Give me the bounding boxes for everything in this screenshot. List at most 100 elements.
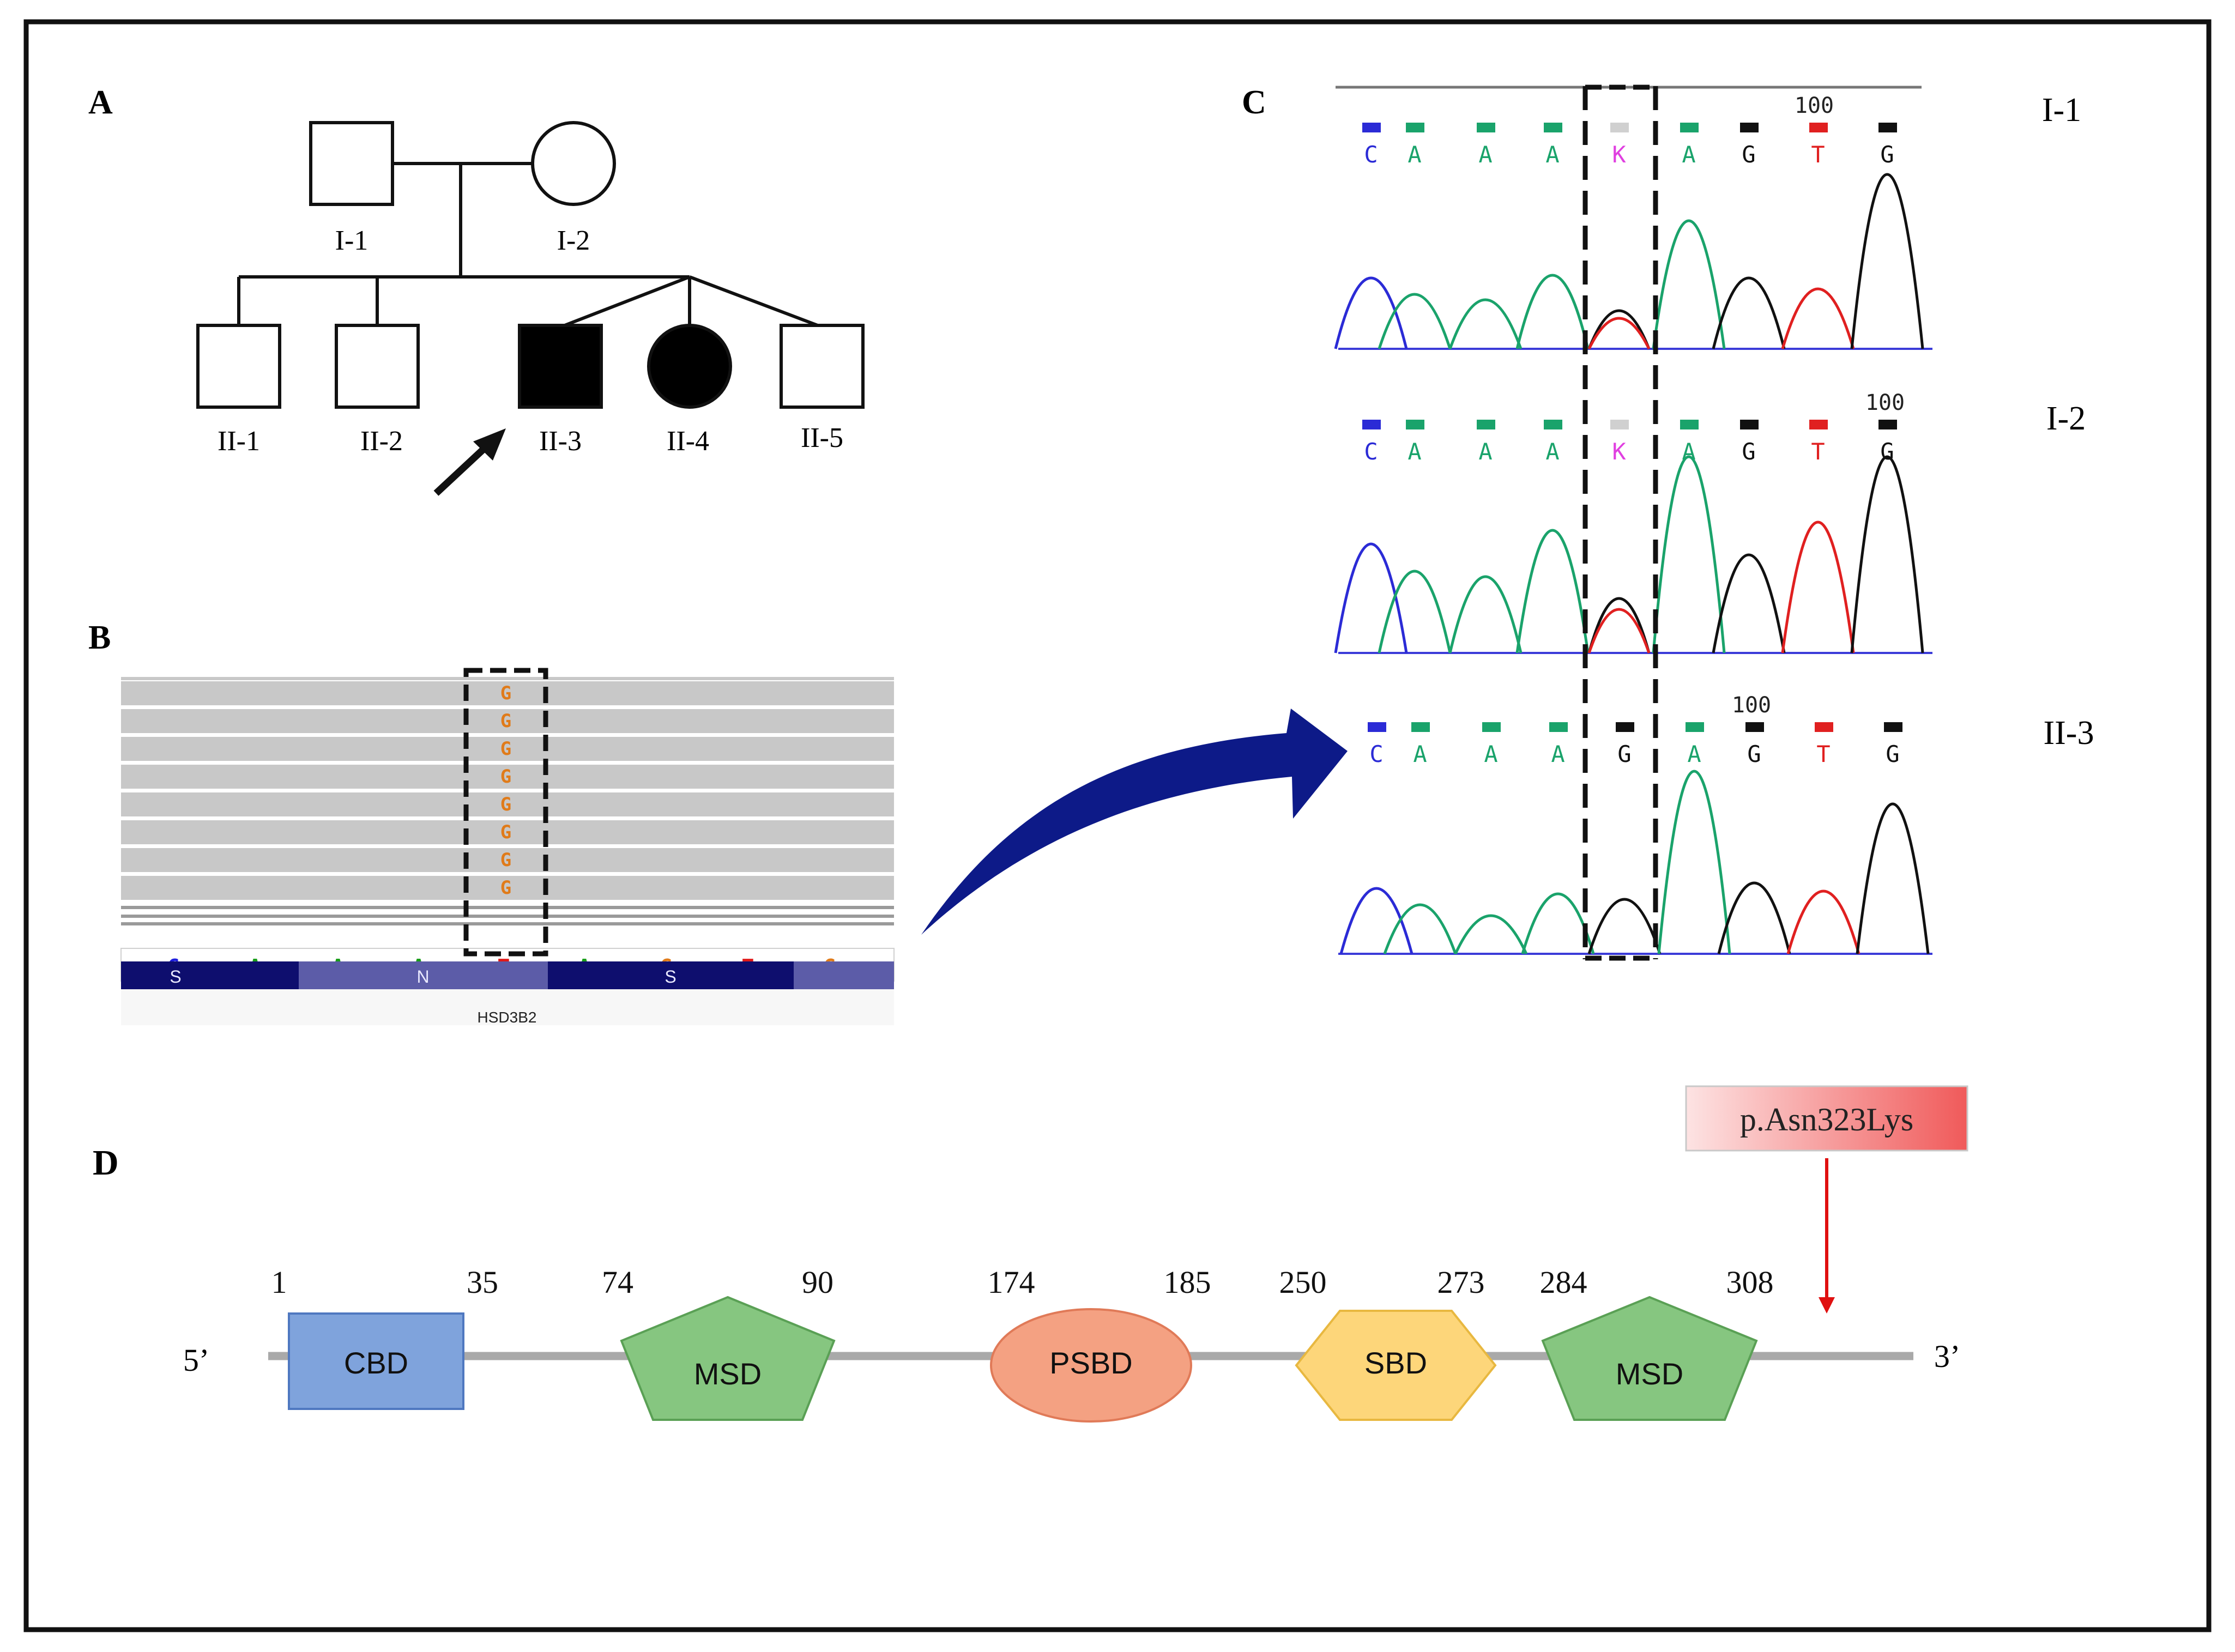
panel-label-a: A (88, 84, 113, 121)
peak-g (1587, 597, 1651, 653)
pedigree-individual-ii-1 (196, 324, 281, 409)
domain-msd-2-end: 90 (802, 1264, 833, 1300)
pedigree-individual-ii-3 (518, 324, 603, 409)
base-call: A (1478, 438, 1492, 465)
pedigree-label-i-2: I-2 (557, 225, 590, 256)
base-call: K (1612, 141, 1626, 168)
quality-marker (1809, 123, 1828, 132)
base-call: A (1545, 141, 1559, 168)
quality-marker (1477, 123, 1495, 132)
peak-t (1587, 608, 1651, 653)
domain-msd-5 (1541, 1296, 1758, 1421)
pedigree-label-ii-5: II-5 (801, 422, 843, 453)
quality-marker (1610, 123, 1629, 132)
peak-g (1856, 802, 1930, 954)
read-base: G (500, 766, 511, 788)
base-call: K (1612, 438, 1626, 465)
quality-marker (1610, 420, 1629, 429)
amino-acid-segment (121, 961, 299, 990)
amino-acid-label: N (416, 967, 429, 987)
peak-c (1339, 887, 1414, 954)
chromatogram-highlight-box (1582, 84, 1658, 961)
peak-g (1717, 881, 1791, 954)
amino-acid-segment (299, 961, 548, 990)
amino-acid-segment (794, 961, 894, 990)
aligned-read (121, 848, 894, 872)
peak-a (1657, 770, 1731, 954)
panel-label-d: D (93, 1143, 119, 1183)
amino-acid-label: S (170, 967, 181, 987)
position-label: 100 (1795, 93, 1834, 118)
domain-cbd-1-start: 1 (271, 1264, 287, 1300)
aligned-read (121, 876, 894, 900)
peak-g (1712, 553, 1786, 653)
aligned-read (121, 792, 894, 816)
peak-c (1334, 276, 1408, 349)
peak-a (1448, 575, 1523, 653)
peak-g (1712, 276, 1786, 349)
peak-a (1448, 298, 1523, 349)
peak-a (1515, 529, 1590, 653)
pedigree-label-ii-4: II-4 (667, 426, 709, 457)
domain-msd-2-start: 74 (602, 1264, 633, 1300)
base-call: C (1364, 141, 1378, 168)
pedigree-label-i-1: I-1 (335, 225, 369, 256)
base-call: G (1742, 141, 1755, 168)
domain-cbd-1 (288, 1312, 464, 1410)
terminus-3-prime: 3’ (1934, 1339, 1960, 1374)
panel-label-c: C (1242, 84, 1266, 121)
domain-sbd-4-start: 250 (1279, 1264, 1327, 1300)
quality-marker (1740, 420, 1759, 429)
quality-marker (1616, 722, 1634, 732)
peak-a (1378, 293, 1452, 349)
amino-acid-segment (548, 961, 794, 990)
domain-msd-2-label: MSD (694, 1357, 762, 1391)
quality-marker (1406, 420, 1424, 429)
variant-highlight-box (463, 668, 548, 957)
read-base: G (500, 710, 511, 732)
peak-a (1378, 570, 1452, 653)
base-call: G (1886, 741, 1899, 767)
quality-marker (1477, 420, 1495, 429)
base-call: A (1408, 141, 1421, 168)
pedigree-chart (196, 121, 865, 496)
coverage-line (121, 906, 894, 909)
base-call: A (1682, 141, 1695, 168)
figure-border (23, 19, 2212, 1632)
peak-c (1334, 542, 1408, 653)
proband-arrow-head (473, 428, 506, 461)
quality-marker (1884, 722, 1902, 732)
domain-msd-5-start: 284 (1540, 1264, 1587, 1300)
quality-marker (1878, 420, 1897, 429)
pedigree-individual-ii-5 (780, 324, 865, 409)
quality-marker (1809, 420, 1828, 429)
aligned-read (121, 737, 894, 761)
gene-track (121, 989, 894, 1025)
proband-arrow-shaft (433, 440, 493, 496)
peak-a (1515, 274, 1590, 349)
quality-marker (1815, 722, 1833, 732)
panel-label-b: B (88, 619, 111, 656)
peak-g (1587, 309, 1651, 349)
read-base: G (500, 738, 511, 760)
aligned-read (121, 765, 894, 789)
amino-acid-label: S (665, 967, 676, 987)
peak-g (1587, 898, 1662, 954)
read-top-edge (121, 677, 894, 680)
peak-t (1781, 287, 1855, 349)
pedigree-individual-i-1 (309, 121, 394, 206)
position-label: 100 (1732, 693, 1771, 718)
quality-marker (1482, 722, 1501, 732)
quality-marker (1680, 123, 1699, 132)
pedigree-individual-i-2 (531, 121, 616, 206)
quality-marker (1878, 123, 1897, 132)
aligned-read (121, 681, 894, 705)
domain-msd-5-end: 308 (1726, 1264, 1774, 1300)
base-call: G (1617, 741, 1631, 767)
domain-sbd-4-label: SBD (1364, 1346, 1427, 1380)
base-call: A (1408, 438, 1421, 465)
gene-name: HSD3B2 (478, 1009, 537, 1026)
